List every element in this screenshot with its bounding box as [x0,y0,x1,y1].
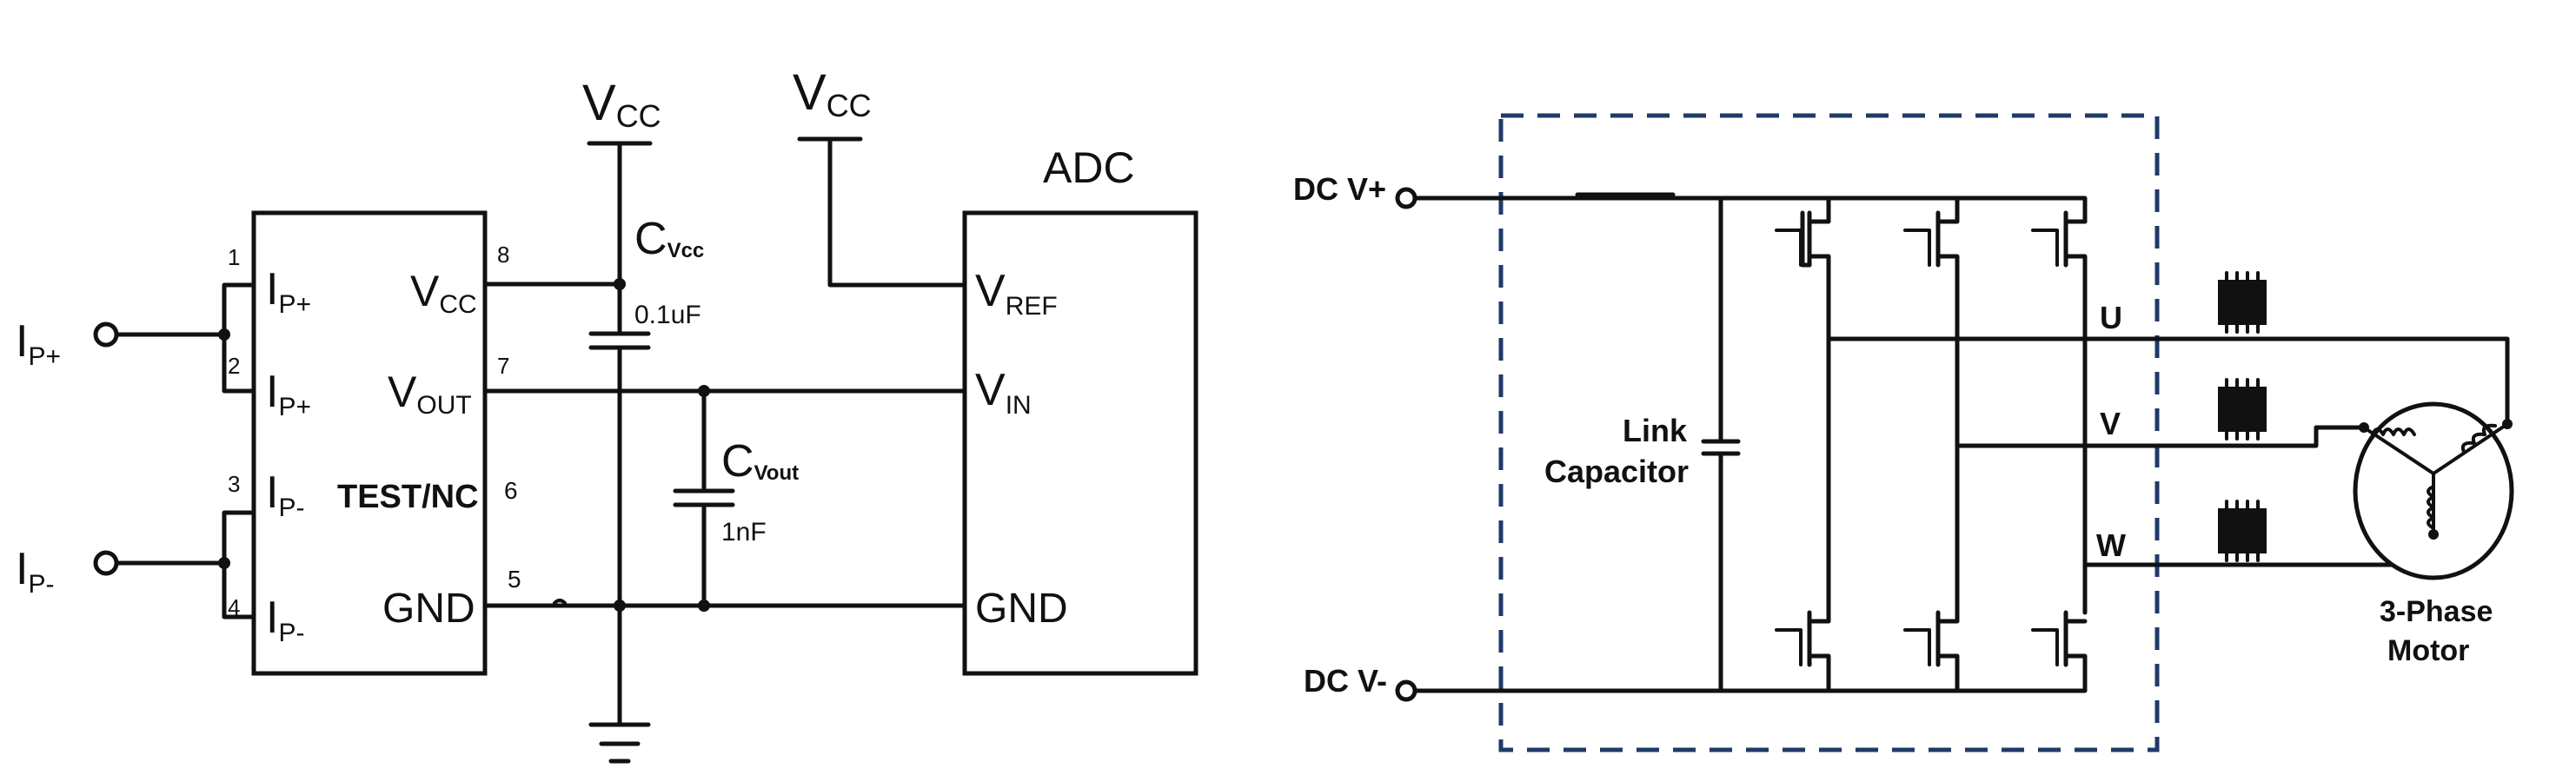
gnd-node-2 [698,600,710,612]
svg-text:IP-: IP- [16,544,54,599]
svg-text:VCC: VCC [410,267,477,319]
svg-text:V: V [2100,406,2121,441]
phase-v-wire: V [1955,406,2367,448]
ic-pin-2: 2 IP+ [228,353,311,421]
ground-symbol [588,603,651,764]
ic-pin-6-test: TEST/NC 6 [337,477,518,515]
ic-pin-5-gnd: GND 5 [382,566,521,632]
svg-text:6: 6 [504,477,518,504]
sensor-chip-v [2218,378,2267,441]
input-wiring [114,282,256,620]
sensor-chip-w [2218,500,2267,562]
inverter-enclosure [1498,113,2160,752]
dc-minus-terminal: DC V- [1304,663,1417,702]
motor-icon: 3-Phase Motor [2353,401,2514,667]
adc-pin-vin: VIN [975,365,1032,420]
svg-text:IP-: IP- [266,467,304,522]
svg-text:CVout: CVout [721,436,799,487]
ic-pin-1: 1 IP+ [228,244,311,319]
svg-text:U: U [2100,300,2122,335]
motor-label-1: 3-Phase [2380,595,2493,628]
terminal-ip-minus: IP- [16,544,119,599]
adc-pin-vref: VREF [975,266,1058,321]
phase-leg-w [2031,210,2088,679]
vcc-node [614,278,626,290]
vcc-rail-2: VCC [793,64,967,288]
svg-text:3: 3 [228,471,240,497]
dc-plus-rail [1412,196,2088,215]
svg-text:1nF: 1nF [721,518,767,547]
svg-text:W: W [2096,527,2126,563]
vcc-rail-1: VCC [582,75,661,335]
adc-pin-gnd: GND [975,586,1068,632]
link-cap-label-2: Capacitor [1544,454,1689,489]
svg-text:IP-: IP- [266,593,304,647]
svg-text:TEST/NC: TEST/NC [337,479,479,515]
link-capacitor: Link Capacitor [1544,196,1741,693]
svg-text:1: 1 [228,244,240,270]
ic-pin-8-vcc: VCC 8 [410,242,509,319]
svg-text:7: 7 [497,353,509,379]
svg-text:IP+: IP+ [266,367,311,421]
svg-text:GND: GND [382,586,475,632]
svg-text:IP+: IP+ [266,264,311,319]
motor-label-2: Motor [2387,634,2469,667]
gnd-wire-jog [553,599,567,605]
svg-text:VOUT: VOUT [388,368,472,420]
dc-plus-terminal: DC V+ [1293,171,1417,209]
ic-pin-3: 3 IP- [228,467,304,522]
adc-title: ADC [1043,143,1135,192]
svg-text:IP+: IP+ [16,316,61,371]
dc-minus-rail [1412,673,2088,693]
ic-pin-7-vout: VOUT 7 [388,353,509,420]
svg-text:DC V+: DC V+ [1293,171,1386,207]
adc-block: ADC VREF VIN GND [962,143,1198,676]
ic-pin-4: 4 IP- [228,593,304,647]
phase-u-wire: U [1826,300,2510,427]
svg-text:8: 8 [497,242,509,268]
svg-text:5: 5 [508,566,521,593]
cap-vcc: CVcc 0.1uF [588,214,704,611]
svg-text:VCC: VCC [582,75,661,134]
link-cap-label-1: Link [1623,413,1688,448]
phase-leg-v [1903,196,1960,693]
svg-text:CVcc: CVcc [634,214,704,264]
svg-text:0.1uF: 0.1uF [634,301,701,329]
svg-text:4: 4 [228,594,240,620]
terminal-ip-plus: IP+ [16,316,119,371]
sensor-chip-u [2218,271,2267,334]
svg-text:2: 2 [228,353,240,379]
svg-text:VCC: VCC [793,64,872,123]
phase-leg-u [1775,196,1831,693]
svg-text:DC V-: DC V- [1304,663,1387,699]
cap-vout: CVout 1nF [673,388,799,608]
sensor-ic-body [251,210,488,676]
